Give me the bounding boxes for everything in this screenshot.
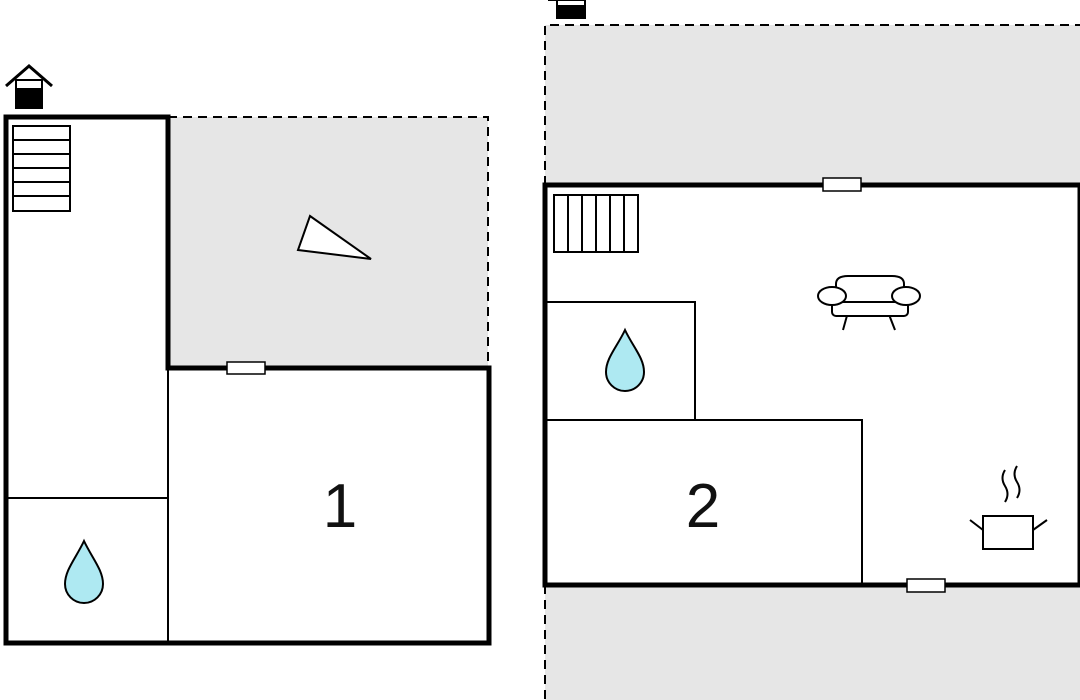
outdoor-top-dashed-border: [544, 24, 1080, 185]
window-icon: [906, 578, 946, 593]
terrace-icon: [296, 214, 372, 260]
room-number-2: 2: [686, 472, 720, 541]
floor-1: 1: [3, 64, 492, 646]
bathroom-water-drop-icon: [604, 327, 646, 392]
kitchen-pot-icon: [969, 465, 1048, 550]
interior-wall-bathroom: [545, 301, 696, 420]
floor-1-exterior-walls: [3, 114, 492, 646]
bathroom-water-drop-icon: [63, 538, 105, 604]
stairs-icon: [12, 125, 71, 212]
armchair-icon: [817, 275, 921, 331]
terrace-dashed-border: [168, 116, 489, 367]
interior-wall-room-2: [545, 419, 863, 585]
window-icon: [226, 361, 266, 375]
stairs-icon: [553, 194, 639, 253]
floor-2: 2: [542, 0, 1080, 700]
window-icon: [822, 177, 862, 192]
outdoor-area-bottom: [545, 585, 1080, 700]
room-number-1: 1: [323, 472, 357, 541]
house-entrance-icon: [5, 64, 53, 109]
house-entrance-icon: [548, 0, 586, 19]
outdoor-area-top: [545, 25, 1080, 185]
